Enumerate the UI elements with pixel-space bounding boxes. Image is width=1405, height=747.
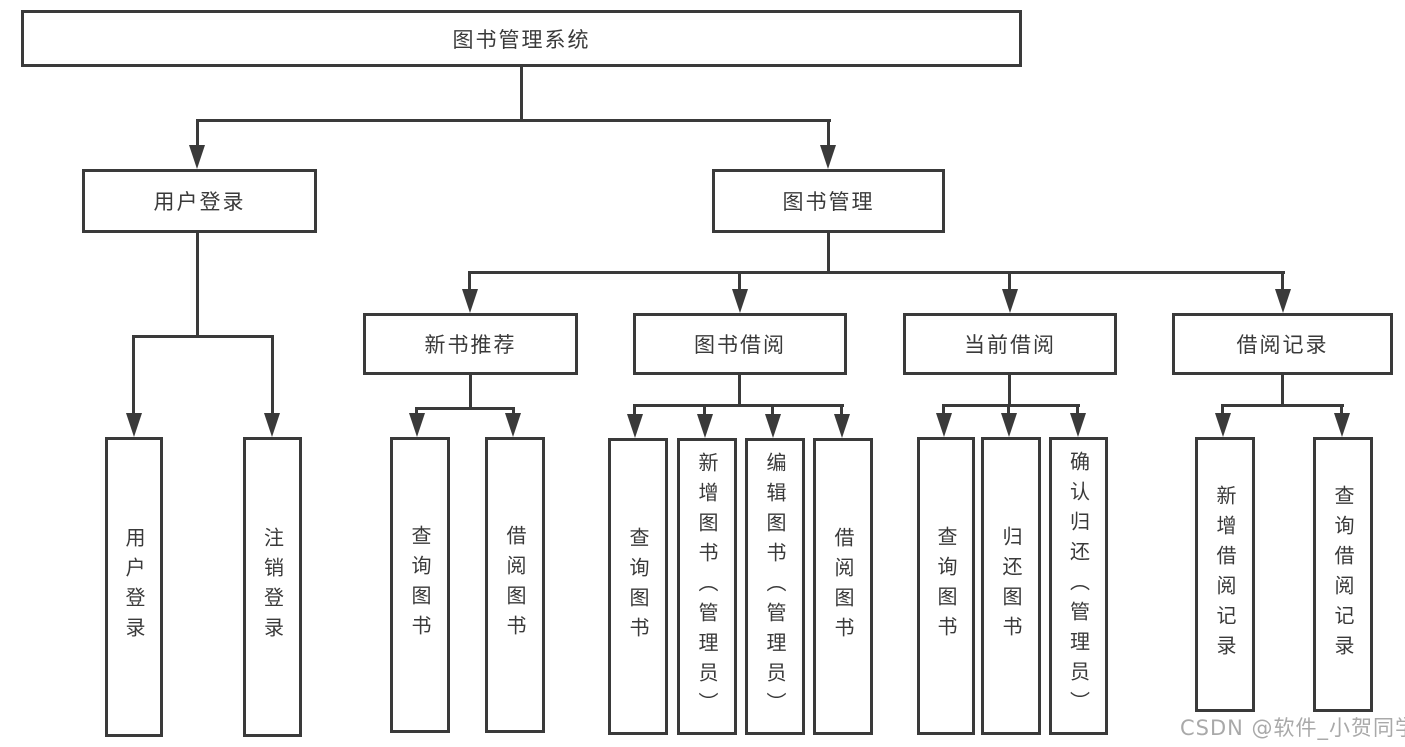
connector-line: [415, 407, 418, 415]
node-root-library-system: 图书管理系统: [21, 10, 1022, 67]
arrow-down-icon: [1001, 413, 1017, 437]
connector-line: [827, 232, 830, 273]
node-label: 用户登录: [122, 527, 146, 647]
connector-line: [738, 374, 741, 407]
arrow-down-icon: [765, 414, 781, 438]
node-label: 图书管理: [782, 190, 875, 214]
arrow-down-icon: [834, 414, 850, 438]
node-current-borrowing: 当前借阅: [903, 313, 1117, 375]
node-label: 图书借阅: [694, 333, 786, 357]
node-label: 查询图书: [408, 525, 432, 645]
connector-line: [132, 335, 135, 414]
connector-line: [1076, 404, 1079, 414]
connector-line: [132, 335, 274, 338]
node-leaf-confirm-return-admin: 确认归还（管理员）: [1049, 437, 1108, 735]
node-book-management: 图书管理: [712, 169, 945, 233]
node-leaf-query-borrow-record: 查询借阅记录: [1313, 437, 1373, 712]
connector-line: [197, 119, 831, 122]
arrow-down-icon: [189, 145, 205, 169]
connector-line: [827, 119, 830, 146]
connector-line: [469, 271, 1285, 274]
arrow-down-icon: [1275, 289, 1291, 313]
connector-line: [1340, 404, 1343, 414]
node-label: 新增图书（管理员）: [695, 451, 719, 722]
node-borrow-records: 借阅记录: [1172, 313, 1393, 375]
connector-line: [512, 407, 515, 415]
arrow-down-icon: [732, 289, 748, 313]
node-label: 图书管理系统: [452, 27, 591, 52]
connector-line: [771, 404, 774, 415]
arrow-down-icon: [264, 413, 280, 437]
arrow-down-icon: [936, 413, 952, 437]
node-leaf-add-borrow-record: 新增借阅记录: [1195, 437, 1255, 712]
connector-line: [942, 404, 1080, 407]
connector-line: [468, 271, 471, 291]
arrow-down-icon: [627, 414, 643, 438]
node-leaf-user-login: 用户登录: [105, 437, 163, 737]
node-leaf-return-books: 归还图书: [981, 437, 1041, 735]
node-leaf-logout: 注销登录: [243, 437, 302, 737]
connector-line: [738, 271, 741, 291]
connector-line: [196, 232, 199, 336]
arrow-down-icon: [1334, 413, 1350, 437]
arrow-down-icon: [126, 413, 142, 437]
node-label: 查询图书: [626, 526, 650, 647]
node-label: 新增借阅记录: [1213, 484, 1237, 665]
node-leaf-add-books-admin: 新增图书（管理员）: [677, 438, 737, 735]
node-user-login: 用户登录: [82, 169, 317, 233]
connector-line: [1221, 404, 1344, 407]
node-label: 编辑图书（管理员）: [763, 451, 787, 722]
node-label: 用户登录: [153, 190, 246, 214]
csdn-watermark: CSDN @软件_小贺同学: [1180, 716, 1405, 740]
node-book-borrowing: 图书借阅: [633, 313, 847, 375]
node-label: 查询图书: [934, 526, 958, 646]
connector-line: [1281, 271, 1284, 291]
node-leaf-query-books: 查询图书: [917, 437, 975, 735]
node-new-book-recommend: 新书推荐: [363, 313, 578, 375]
arrow-down-icon: [462, 289, 478, 313]
node-leaf-borrow-books: 借阅图书: [485, 437, 545, 733]
node-label: 确认归还（管理员）: [1066, 451, 1091, 721]
connector-line: [1008, 271, 1011, 291]
arrow-down-icon: [409, 413, 425, 437]
connector-line: [196, 119, 199, 146]
node-leaf-query-books: 查询图书: [608, 438, 668, 735]
arrow-down-icon: [1002, 289, 1018, 313]
connector-line: [633, 404, 636, 415]
node-leaf-query-books: 查询图书: [390, 437, 450, 733]
node-label: 借阅图书: [503, 525, 527, 645]
node-label: 查询借阅记录: [1331, 484, 1355, 665]
node-label: 借阅图书: [831, 526, 855, 647]
connector-line: [633, 404, 844, 407]
node-label: 当前借阅: [964, 333, 1056, 357]
connector-line: [469, 374, 472, 409]
connector-line: [271, 335, 274, 414]
arrow-down-icon: [1215, 413, 1231, 437]
arrow-down-icon: [505, 413, 521, 437]
node-label: 归还图书: [999, 526, 1023, 646]
connector-line: [1221, 404, 1224, 414]
node-leaf-edit-books-admin: 编辑图书（管理员）: [745, 438, 805, 735]
connector-line: [1008, 374, 1011, 407]
connector-line: [840, 404, 843, 415]
arrow-down-icon: [820, 145, 836, 169]
node-label: 注销登录: [260, 527, 285, 647]
node-label: 新书推荐: [424, 333, 517, 357]
connector-line: [415, 407, 515, 410]
arrow-down-icon: [697, 414, 713, 438]
connector-line: [1007, 404, 1010, 414]
connector-line: [942, 404, 945, 414]
node-leaf-borrow-books: 借阅图书: [813, 438, 873, 735]
connector-line: [520, 66, 523, 120]
connector-line: [703, 404, 706, 415]
arrow-down-icon: [1070, 413, 1086, 437]
connector-line: [1281, 374, 1284, 407]
node-label: 借阅记录: [1236, 333, 1329, 357]
